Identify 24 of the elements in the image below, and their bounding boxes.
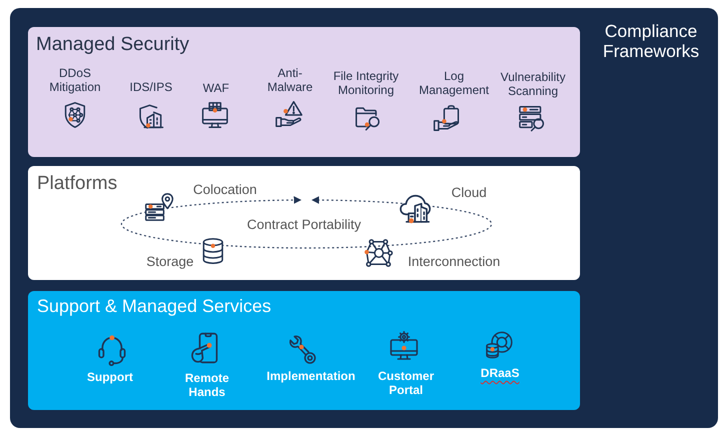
panel-title: Support & Managed Services [37,296,272,317]
platform-label: Cloud [451,185,487,201]
panel-title: Managed Security [36,34,190,56]
service-label: Anti-Malware [267,67,313,94]
service-label: Remote Hands [185,372,229,399]
service-label: Customer Portal [378,370,434,397]
service-label: WAF [202,82,230,95]
section-panel [28,27,580,157]
service-label: File Integrity Monitoring [332,70,400,97]
center-label: Contract Portability [246,217,362,233]
platform-label: Interconnection [408,254,500,270]
service-label: Vulnerability Scanning [500,71,566,98]
service-label: DDoS Mitigation [49,67,101,94]
service-label: IDS/IPS [130,80,172,94]
section-panel [28,291,580,410]
section-panel [28,166,580,280]
service-label: Log Management [418,70,490,97]
panel-title: Platforms [37,173,118,195]
service-label: Support [87,371,133,384]
platform-label: Colocation [193,182,257,198]
platform-label: Storage [146,254,194,270]
service-label: Implementation [266,370,356,384]
service-label: DRaaS [480,367,520,380]
column-heading: Compliance Frameworks [602,21,700,61]
